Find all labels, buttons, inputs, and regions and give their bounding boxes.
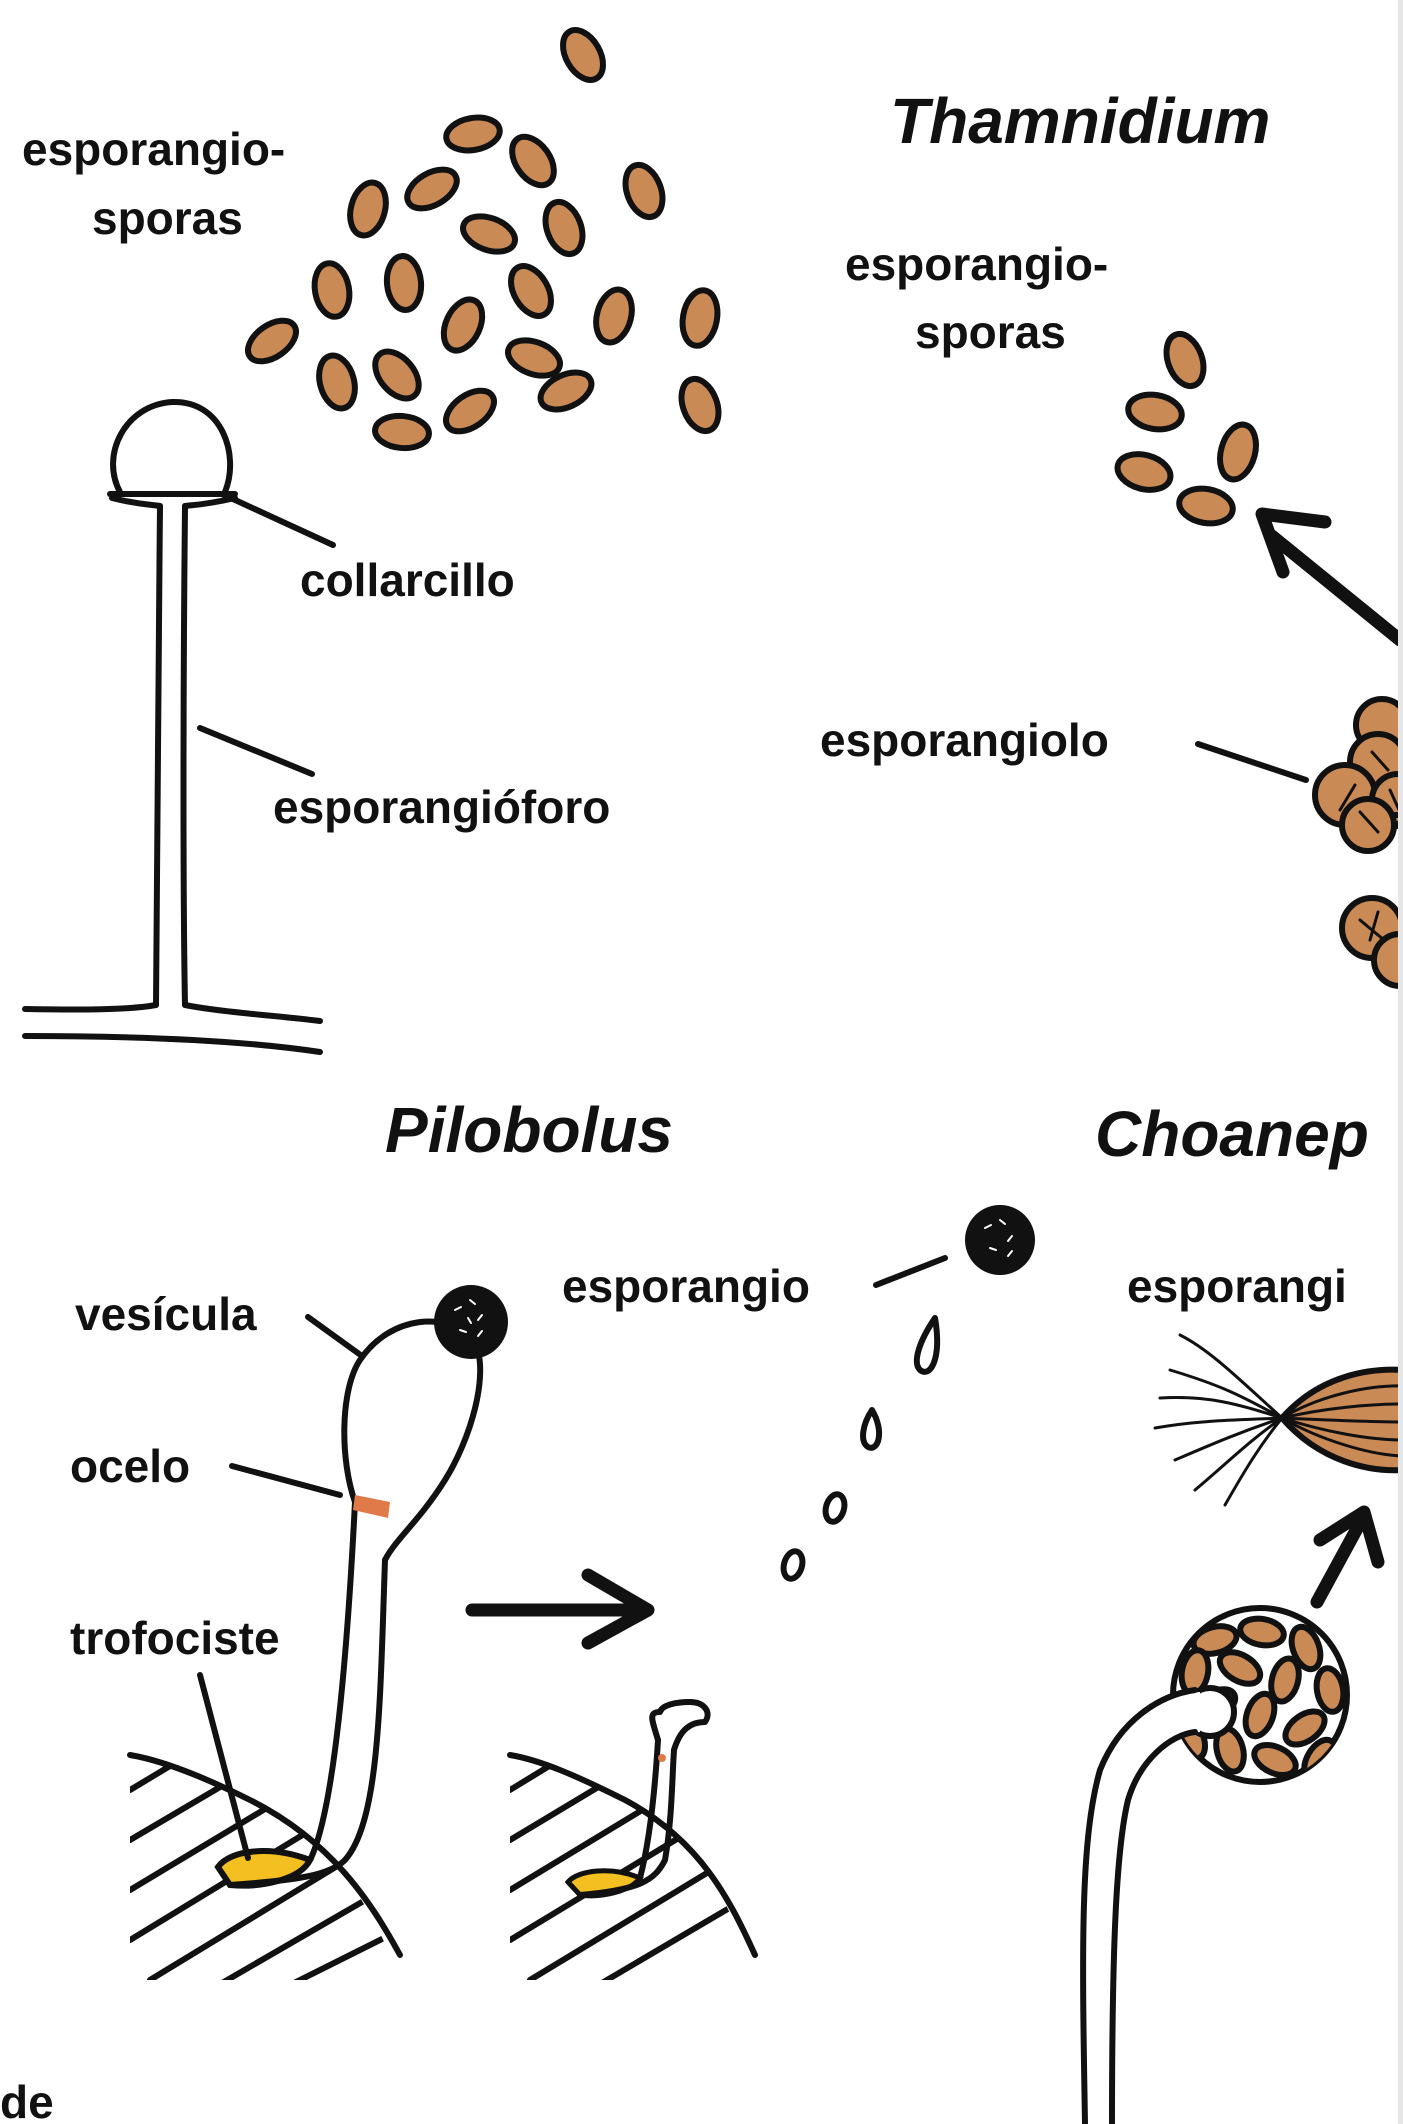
spore <box>385 255 424 312</box>
leader-sporangiophore <box>200 728 312 774</box>
sporangiospore-with-appendages <box>1155 1335 1403 1505</box>
leader-collarette <box>222 494 333 545</box>
spore <box>436 293 490 356</box>
spore <box>555 23 611 87</box>
leader-vesicle <box>308 1317 362 1356</box>
spore <box>311 260 354 319</box>
pilobolus-young-sporangiophore <box>568 1702 708 1896</box>
leader-sporangiole <box>1198 744 1306 780</box>
spore <box>1125 391 1184 434</box>
spore <box>1214 421 1261 484</box>
spore <box>444 114 503 155</box>
spore <box>504 129 563 193</box>
spore <box>1160 329 1210 391</box>
spore <box>678 287 721 348</box>
sporangiophore-with-collarette <box>25 402 333 1052</box>
label-ocellus: ocelo <box>70 1440 190 1492</box>
spore <box>503 259 559 323</box>
spore <box>345 179 392 240</box>
liquid-droplets <box>781 1318 937 1581</box>
spore <box>314 352 361 413</box>
leader-sporangium-pilobolus <box>876 1258 945 1285</box>
label-sporangiole: esporangiolo <box>820 714 1109 766</box>
leader-ocellus <box>232 1466 340 1495</box>
title-thamnidium: Thamnidium <box>890 85 1270 157</box>
spore <box>367 343 428 406</box>
sporangiospores-cloud-left <box>241 23 726 450</box>
spore <box>241 312 304 369</box>
label-vesicle: vesícula <box>75 1288 257 1340</box>
label-sporangiospores-left-1: esporangio- <box>22 123 285 175</box>
spore <box>1114 449 1175 496</box>
arrow-icon <box>472 1575 648 1643</box>
title-choanephora: Choanep <box>1095 1098 1369 1170</box>
title-pilobolus: Pilobolus <box>385 1094 673 1166</box>
label-sporangiospores-left-2: sporas <box>92 192 243 244</box>
label-bottom-fragment: de <box>0 2076 54 2124</box>
arrow-icon <box>1317 1512 1378 1602</box>
sporangiospores-group-right <box>1114 329 1262 528</box>
substrate-hatching-b <box>510 1735 760 1990</box>
spore <box>1176 485 1235 528</box>
spore <box>539 197 589 259</box>
label-sporangiospores-right-1: esporangio- <box>845 238 1108 290</box>
sporangiole-clusters <box>1315 699 1403 986</box>
choanephora-sporangium <box>1083 1608 1347 2124</box>
spore <box>675 374 725 436</box>
spore <box>458 210 520 259</box>
label-sporangium-pilobolus: esporangio <box>562 1260 810 1312</box>
discharged-sporangium <box>965 1205 1035 1275</box>
label-sporangiospores-right-2: sporas <box>915 306 1066 358</box>
right-edge-border <box>1398 0 1403 2124</box>
spore <box>439 382 502 439</box>
label-sporangiophore: esporangióforo <box>273 781 610 833</box>
label-collarette: collarcillo <box>300 554 515 606</box>
spore <box>374 414 431 451</box>
spore <box>401 162 464 217</box>
spore <box>619 160 669 222</box>
label-sporangium-choanephora: esporangi <box>1127 1260 1347 1312</box>
spore <box>591 286 638 347</box>
arrow-icon <box>1262 514 1400 640</box>
label-trophocyst: trofociste <box>70 1612 280 1664</box>
